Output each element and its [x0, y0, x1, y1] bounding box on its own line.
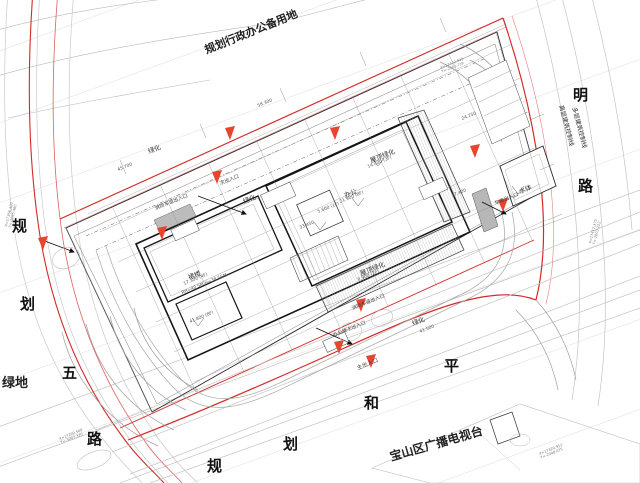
entrance-marker-fire-lane-1 — [157, 226, 167, 240]
callout-boxes — [170, 176, 449, 353]
survey-table-ne — [467, 59, 531, 145]
fire-lane-loop — [95, 211, 515, 408]
building-annex-shape — [175, 281, 243, 341]
road-south-corridor — [95, 211, 640, 483]
entrance-marker-main — [366, 354, 376, 368]
red-control-boundary-main — [28, 0, 165, 483]
entrance-marker-fire-lane-2 — [356, 298, 366, 312]
dimension-ticks — [119, 17, 563, 221]
road-west-corridor — [4, 0, 199, 483]
stair-hatch-band — [289, 235, 349, 283]
entrance-marker-secondary-1 — [212, 170, 222, 184]
road-east-corridor — [536, 0, 633, 407]
entrance-marker-garage — [498, 198, 508, 212]
red-boundary-north — [59, 17, 507, 229]
entrance-marker-north-2 — [330, 126, 340, 140]
entrance-marker-ne — [470, 144, 480, 158]
road-corner-arcs — [61, 307, 199, 447]
parcel-broadcast-tv — [371, 403, 640, 483]
building-podium-shape — [143, 195, 283, 303]
entrance-marker-west — [38, 236, 48, 250]
entrance-marker-north — [225, 126, 235, 140]
entrance-markers — [38, 126, 508, 368]
building-inner-room — [296, 189, 344, 237]
roof-green-band-lower — [315, 223, 465, 313]
level-symbols — [191, 157, 525, 327]
water-body-shape — [499, 145, 557, 207]
red-control-boundary-second — [52, 0, 183, 483]
garage-ramp-shape — [471, 187, 499, 233]
entrance-marker-secondary-2 — [334, 340, 344, 354]
road-corner-arcs-se — [515, 299, 577, 391]
node-circles — [52, 247, 531, 471]
